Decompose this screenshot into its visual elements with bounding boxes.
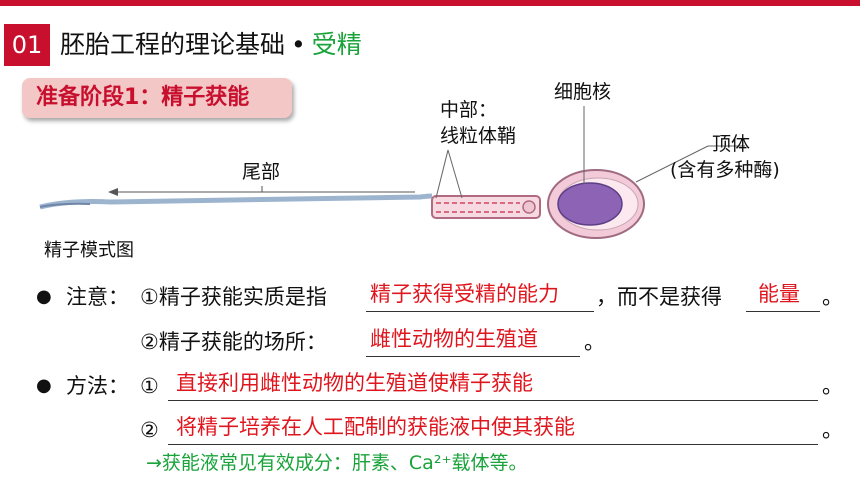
blank-line2-answer (366, 328, 580, 357)
answer-method2: 将精子培养在人工配制的获能液中使其获能 (176, 415, 575, 439)
method1-number: ① (140, 374, 159, 398)
title-separator-dot: • (291, 30, 306, 59)
answer-line1-1: 精子获得受精的能力 (370, 282, 559, 306)
label-tail: 尾部 (242, 161, 281, 183)
note-line2-end: 。 (584, 330, 605, 354)
blank-method1 (168, 372, 818, 401)
midpiece-pointer-1 (435, 149, 449, 199)
label-midpiece-line1: 中部： (440, 99, 498, 121)
tail-arrow-head (108, 188, 118, 196)
blank-line1-answer2 (746, 283, 820, 312)
method-label: 方法： (66, 374, 129, 398)
sperm-nucleus (557, 182, 623, 226)
answer-line2: 雌性动物的生殖道 (370, 327, 538, 351)
note-label: 注意： (66, 285, 129, 309)
page-title: 胚胎工程的理论基础•受精 (60, 28, 362, 62)
acrosome-pointer (635, 145, 709, 183)
section-number-badge: 01 (4, 24, 50, 66)
bullet-note: ● (36, 286, 52, 307)
method2-end: 。 (822, 418, 843, 442)
label-acrosome-line1: 顶体 (712, 133, 751, 155)
sperm-tail (39, 193, 433, 210)
answer-method1: 直接利用雌性动物的生殖道使精子获能 (176, 371, 533, 395)
page-title-accent: 受精 (311, 30, 362, 59)
stage-tag: 准备阶段1：精子获能 (22, 78, 292, 118)
footnote-capacitation-medium: →获能液常见有效成分：肝素、Ca²⁺载体等。 (146, 452, 528, 474)
label-acrosome-line2: (含有多种酶) (670, 159, 780, 181)
note-line1-middle: ，而不是获得 (596, 285, 722, 309)
midpiece-pointer-2 (447, 149, 463, 199)
method1-end: 。 (822, 374, 843, 398)
blank-line1-answer1 (366, 283, 594, 312)
note-line2-prefix: ②精子获能的场所： (140, 330, 327, 354)
blank-method2 (168, 416, 818, 445)
sperm-tail-tip (39, 202, 91, 208)
method2-number: ② (140, 418, 159, 442)
page-title-main: 胚胎工程的理论基础 (60, 30, 286, 59)
answer-line1-2: 能量 (758, 282, 800, 306)
sperm-centriole (522, 200, 536, 214)
label-midpiece-line2: 线粒体鞘 (440, 125, 517, 147)
note-line1-end: 。 (822, 285, 843, 309)
note-line1-prefix: ①精子获能实质是指 (140, 285, 327, 309)
header-top-bar (0, 0, 860, 6)
diagram-caption: 精子模式图 (44, 240, 134, 261)
label-nucleus: 细胞核 (554, 81, 612, 103)
bullet-method: ● (36, 375, 52, 396)
